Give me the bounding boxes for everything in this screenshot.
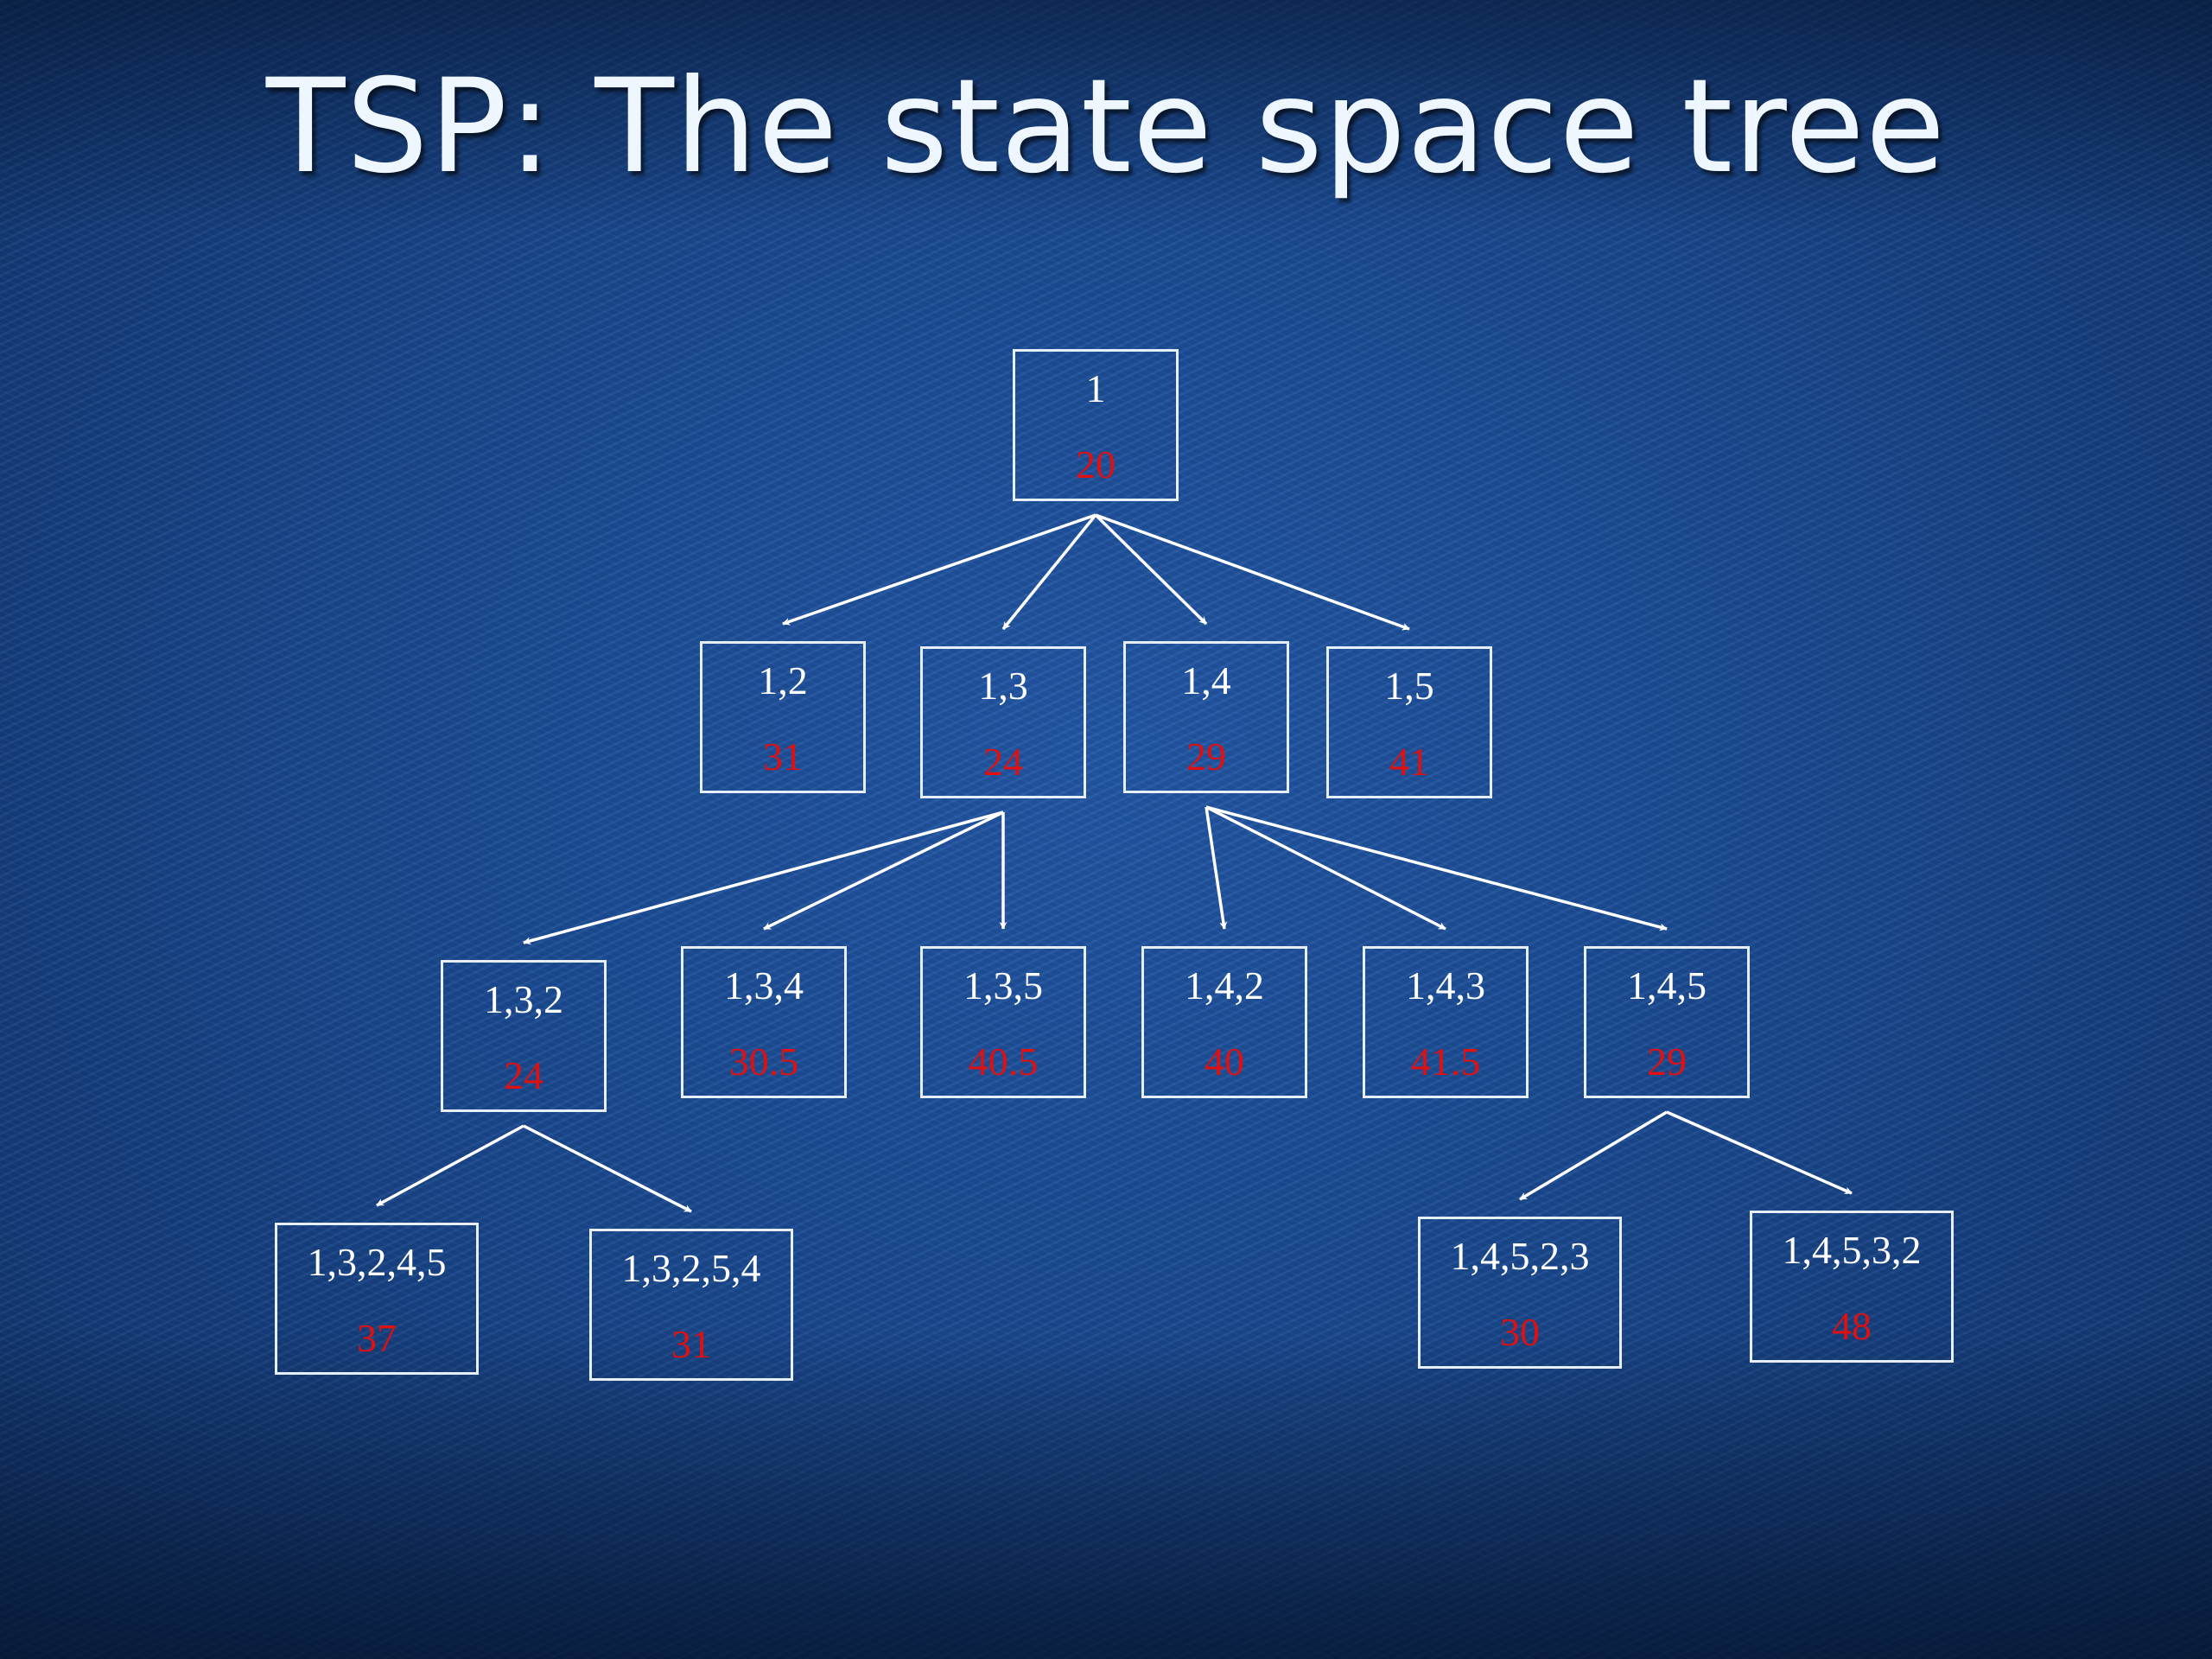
tree-edge-n13-n134 (763, 810, 1004, 931)
node-cost: 48 (1832, 1304, 1872, 1348)
node-label: 1,4,5 (1627, 963, 1707, 1007)
tree-node-1-2: 1,2 31 (700, 641, 866, 793)
node-cost: 41 (1389, 740, 1429, 784)
node-label: 1,3,4 (724, 963, 804, 1007)
node-label: 1,2 (758, 658, 808, 702)
tree-edge-n1-n13 (1001, 513, 1097, 631)
node-cost: 30 (1500, 1310, 1540, 1354)
node-cost: 30.5 (728, 1039, 799, 1084)
tree-node-1: 1 20 (1013, 349, 1179, 501)
tree-edge-n1-n12 (782, 513, 1096, 626)
node-cost: 29 (1186, 734, 1226, 779)
slide-title: TSP: The state space tree (265, 52, 1947, 202)
node-cost: 24 (504, 1053, 543, 1097)
tree-node-1-3-4: 1,3,4 30.5 (681, 946, 847, 1098)
tree-edge-n13-n132 (523, 810, 1004, 945)
node-label: 1 (1085, 366, 1106, 410)
tree-node-1-3-5: 1,3,5 40.5 (920, 946, 1086, 1098)
node-label: 1,4,2 (1185, 963, 1264, 1007)
node-label: 1,3,5 (963, 963, 1043, 1007)
tree-node-1-3-2: 1,3,2 24 (441, 960, 607, 1112)
tree-edge-n14-n143 (1205, 805, 1446, 931)
tree-edge-n1-n15 (1095, 513, 1410, 631)
node-cost: 20 (1076, 442, 1116, 486)
node-label: 1,5 (1384, 664, 1434, 708)
tree-edge-n14-n145 (1205, 805, 1668, 931)
tree-node-1-4-2: 1,4,2 40 (1141, 946, 1307, 1098)
node-cost: 40 (1205, 1039, 1244, 1084)
node-label: 1,3,2 (484, 977, 563, 1021)
node-label: 1,4,5,2,3 (1450, 1234, 1590, 1278)
node-label: 1,3,2,4,5 (307, 1240, 447, 1284)
tree-edge-n132-n13254 (523, 1124, 692, 1213)
tree-node-1-5: 1,5 41 (1326, 646, 1492, 798)
tree-node-1-4: 1,4 29 (1123, 641, 1289, 793)
tree-node-1-3-2-4-5: 1,3,2,4,5 37 (275, 1223, 479, 1375)
node-cost: 29 (1647, 1039, 1687, 1084)
node-cost: 37 (357, 1316, 397, 1360)
tree-edge-n1-n14 (1094, 513, 1208, 626)
node-cost: 31 (763, 734, 803, 779)
node-label: 1,3,2,5,4 (621, 1246, 761, 1290)
node-label: 1,4,3 (1406, 963, 1485, 1007)
tree-node-1-4-5: 1,4,5 29 (1584, 946, 1750, 1098)
node-label: 1,4 (1181, 658, 1231, 702)
node-cost: 31 (671, 1322, 711, 1366)
tree-node-1-4-3: 1,4,3 41.5 (1363, 946, 1529, 1098)
node-label: 1,3 (978, 664, 1028, 708)
node-cost: 40.5 (968, 1039, 1039, 1084)
tree-edge-n145-n14523 (1519, 1110, 1668, 1201)
tree-edge-n145-n14532 (1666, 1110, 1853, 1195)
tree-node-1-3: 1,3 24 (920, 646, 1086, 798)
tree-node-1-3-2-5-4: 1,3,2,5,4 31 (589, 1229, 793, 1381)
tree-node-1-4-5-2-3: 1,4,5,2,3 30 (1418, 1217, 1622, 1369)
node-cost: 41.5 (1410, 1039, 1481, 1084)
tree-node-1-4-5-3-2: 1,4,5,3,2 48 (1750, 1211, 1954, 1363)
tree-edge-n14-n142 (1205, 806, 1228, 930)
node-cost: 24 (983, 740, 1023, 784)
node-label: 1,4,5,3,2 (1782, 1228, 1922, 1272)
tree-edge-n132-n13245 (376, 1124, 524, 1207)
